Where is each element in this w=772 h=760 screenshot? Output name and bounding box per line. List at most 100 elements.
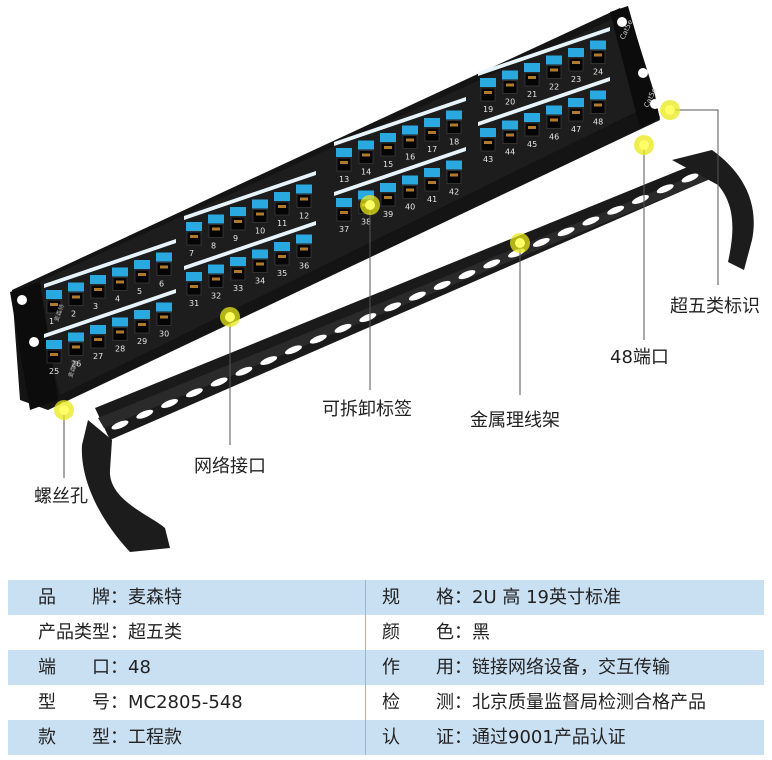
rj45-port [524, 72, 540, 87]
callout-port48: 48端口 [610, 347, 669, 368]
port-number-label: 14 [361, 168, 371, 177]
port-color-tab [46, 340, 62, 349]
port-color-tab [480, 128, 496, 137]
rj45-port [480, 137, 496, 152]
rj45-port [156, 312, 172, 326]
callout-metal-cable-manager: 金属理线架 [470, 410, 560, 431]
rj45-contacts [450, 173, 458, 177]
port-number-label: 4 [115, 295, 120, 304]
rj45-contacts [278, 205, 286, 208]
port-color-tab [502, 120, 518, 130]
rj45-port [296, 194, 312, 208]
port-color-tab [252, 249, 268, 259]
rj45-port [134, 269, 150, 284]
port-color-tab [68, 332, 84, 342]
screw-hole-right-mid [638, 68, 648, 78]
rj45-port [524, 122, 540, 137]
rj45-port [358, 150, 374, 164]
rj45-port [424, 177, 440, 192]
port-number-label: 18 [449, 138, 459, 147]
rj45-contacts [300, 197, 308, 201]
spec-row: 品 牌：麦森特 规 格：2U 高 19英寸标准 [8, 580, 764, 615]
port-color-tab [208, 264, 224, 274]
port-number-label: 35 [277, 269, 287, 278]
rj45-port [502, 130, 518, 144]
port-color-tab [156, 302, 172, 312]
screw-hole-left-mid [29, 337, 39, 347]
port-color-tab [568, 98, 584, 107]
port-color-tab [274, 242, 290, 251]
rj45-port [156, 262, 172, 276]
cable-slot [210, 377, 228, 387]
port-number-label: 7 [189, 249, 194, 258]
port-color-tab [402, 125, 418, 135]
rj45-contacts [138, 273, 146, 276]
rj45-contacts [50, 353, 58, 356]
rj45-port [380, 192, 396, 207]
port-color-tab [380, 183, 396, 192]
rj45-contacts [116, 330, 124, 334]
spec-row: 款 型：工程款 认 证：通过9001产品认证 [8, 720, 764, 755]
callout-screw-hole: 螺丝孔 [34, 486, 88, 507]
port-number-label: 1 [49, 317, 54, 326]
rj45-port [568, 57, 584, 72]
cable-slot [111, 420, 129, 430]
cable-slot [260, 356, 278, 366]
port-number-label: 16 [405, 153, 415, 162]
rj45-contacts [212, 277, 220, 281]
port-color-tab [186, 272, 202, 281]
port-number-label: 12 [299, 212, 309, 221]
cable-slot [285, 345, 302, 355]
rj45-port [402, 135, 418, 149]
port-number-label: 28 [115, 345, 125, 354]
rj45-contacts [362, 153, 370, 157]
rj45-contacts [550, 68, 558, 72]
port-number-label: 3 [93, 302, 98, 311]
rj45-contacts [484, 141, 492, 144]
rj45-contacts [572, 61, 580, 64]
rj45-port [446, 170, 462, 184]
port-number-label: 43 [483, 155, 493, 164]
port-color-tab [424, 168, 440, 177]
rj45-port [274, 251, 290, 266]
port-color-tab [186, 222, 202, 231]
rj45-port [274, 201, 290, 216]
cable-slot [359, 313, 377, 323]
port-color-tab [296, 184, 312, 194]
cable-slot [334, 323, 352, 333]
rj45-contacts [234, 220, 242, 223]
port-color-tab [380, 133, 396, 142]
spec-table: 品 牌：麦森特 规 格：2U 高 19英寸标准 产品类型：超五类 颜 色：黑 端… [0, 580, 772, 755]
removable-label-strip [44, 239, 176, 288]
rj45-contacts [594, 53, 602, 57]
rj45-port [90, 284, 106, 299]
port-color-tab [336, 198, 352, 207]
port-number-label: 21 [527, 90, 537, 99]
port-number-label: 45 [527, 140, 537, 149]
port-color-tab [590, 40, 606, 50]
rj45-contacts [116, 280, 124, 284]
port-number-label: 37 [339, 225, 349, 234]
rj45-contacts [428, 181, 436, 184]
port-number-label: 19 [483, 105, 493, 114]
rj45-port [296, 244, 312, 258]
removable-label-strip [334, 97, 466, 146]
port-color-tab [112, 317, 128, 327]
rj45-contacts [528, 76, 536, 79]
rj45-port [252, 209, 268, 223]
spec-style: 款 型：工程款 [38, 727, 182, 748]
cable-slot [607, 205, 625, 215]
removable-label-strip [334, 147, 466, 196]
port-number-label: 48 [593, 118, 603, 127]
port-color-tab [112, 267, 128, 277]
port-color-tab [546, 105, 562, 115]
rj45-port [208, 224, 224, 238]
port-color-tab [90, 275, 106, 284]
port-color-tab [358, 140, 374, 150]
callout-cat5e-label: 超五类标识 [670, 296, 760, 317]
port-number-label: 33 [233, 284, 243, 293]
rj45-contacts [72, 295, 80, 299]
rj45-port [46, 349, 62, 364]
port-color-tab [46, 290, 62, 299]
